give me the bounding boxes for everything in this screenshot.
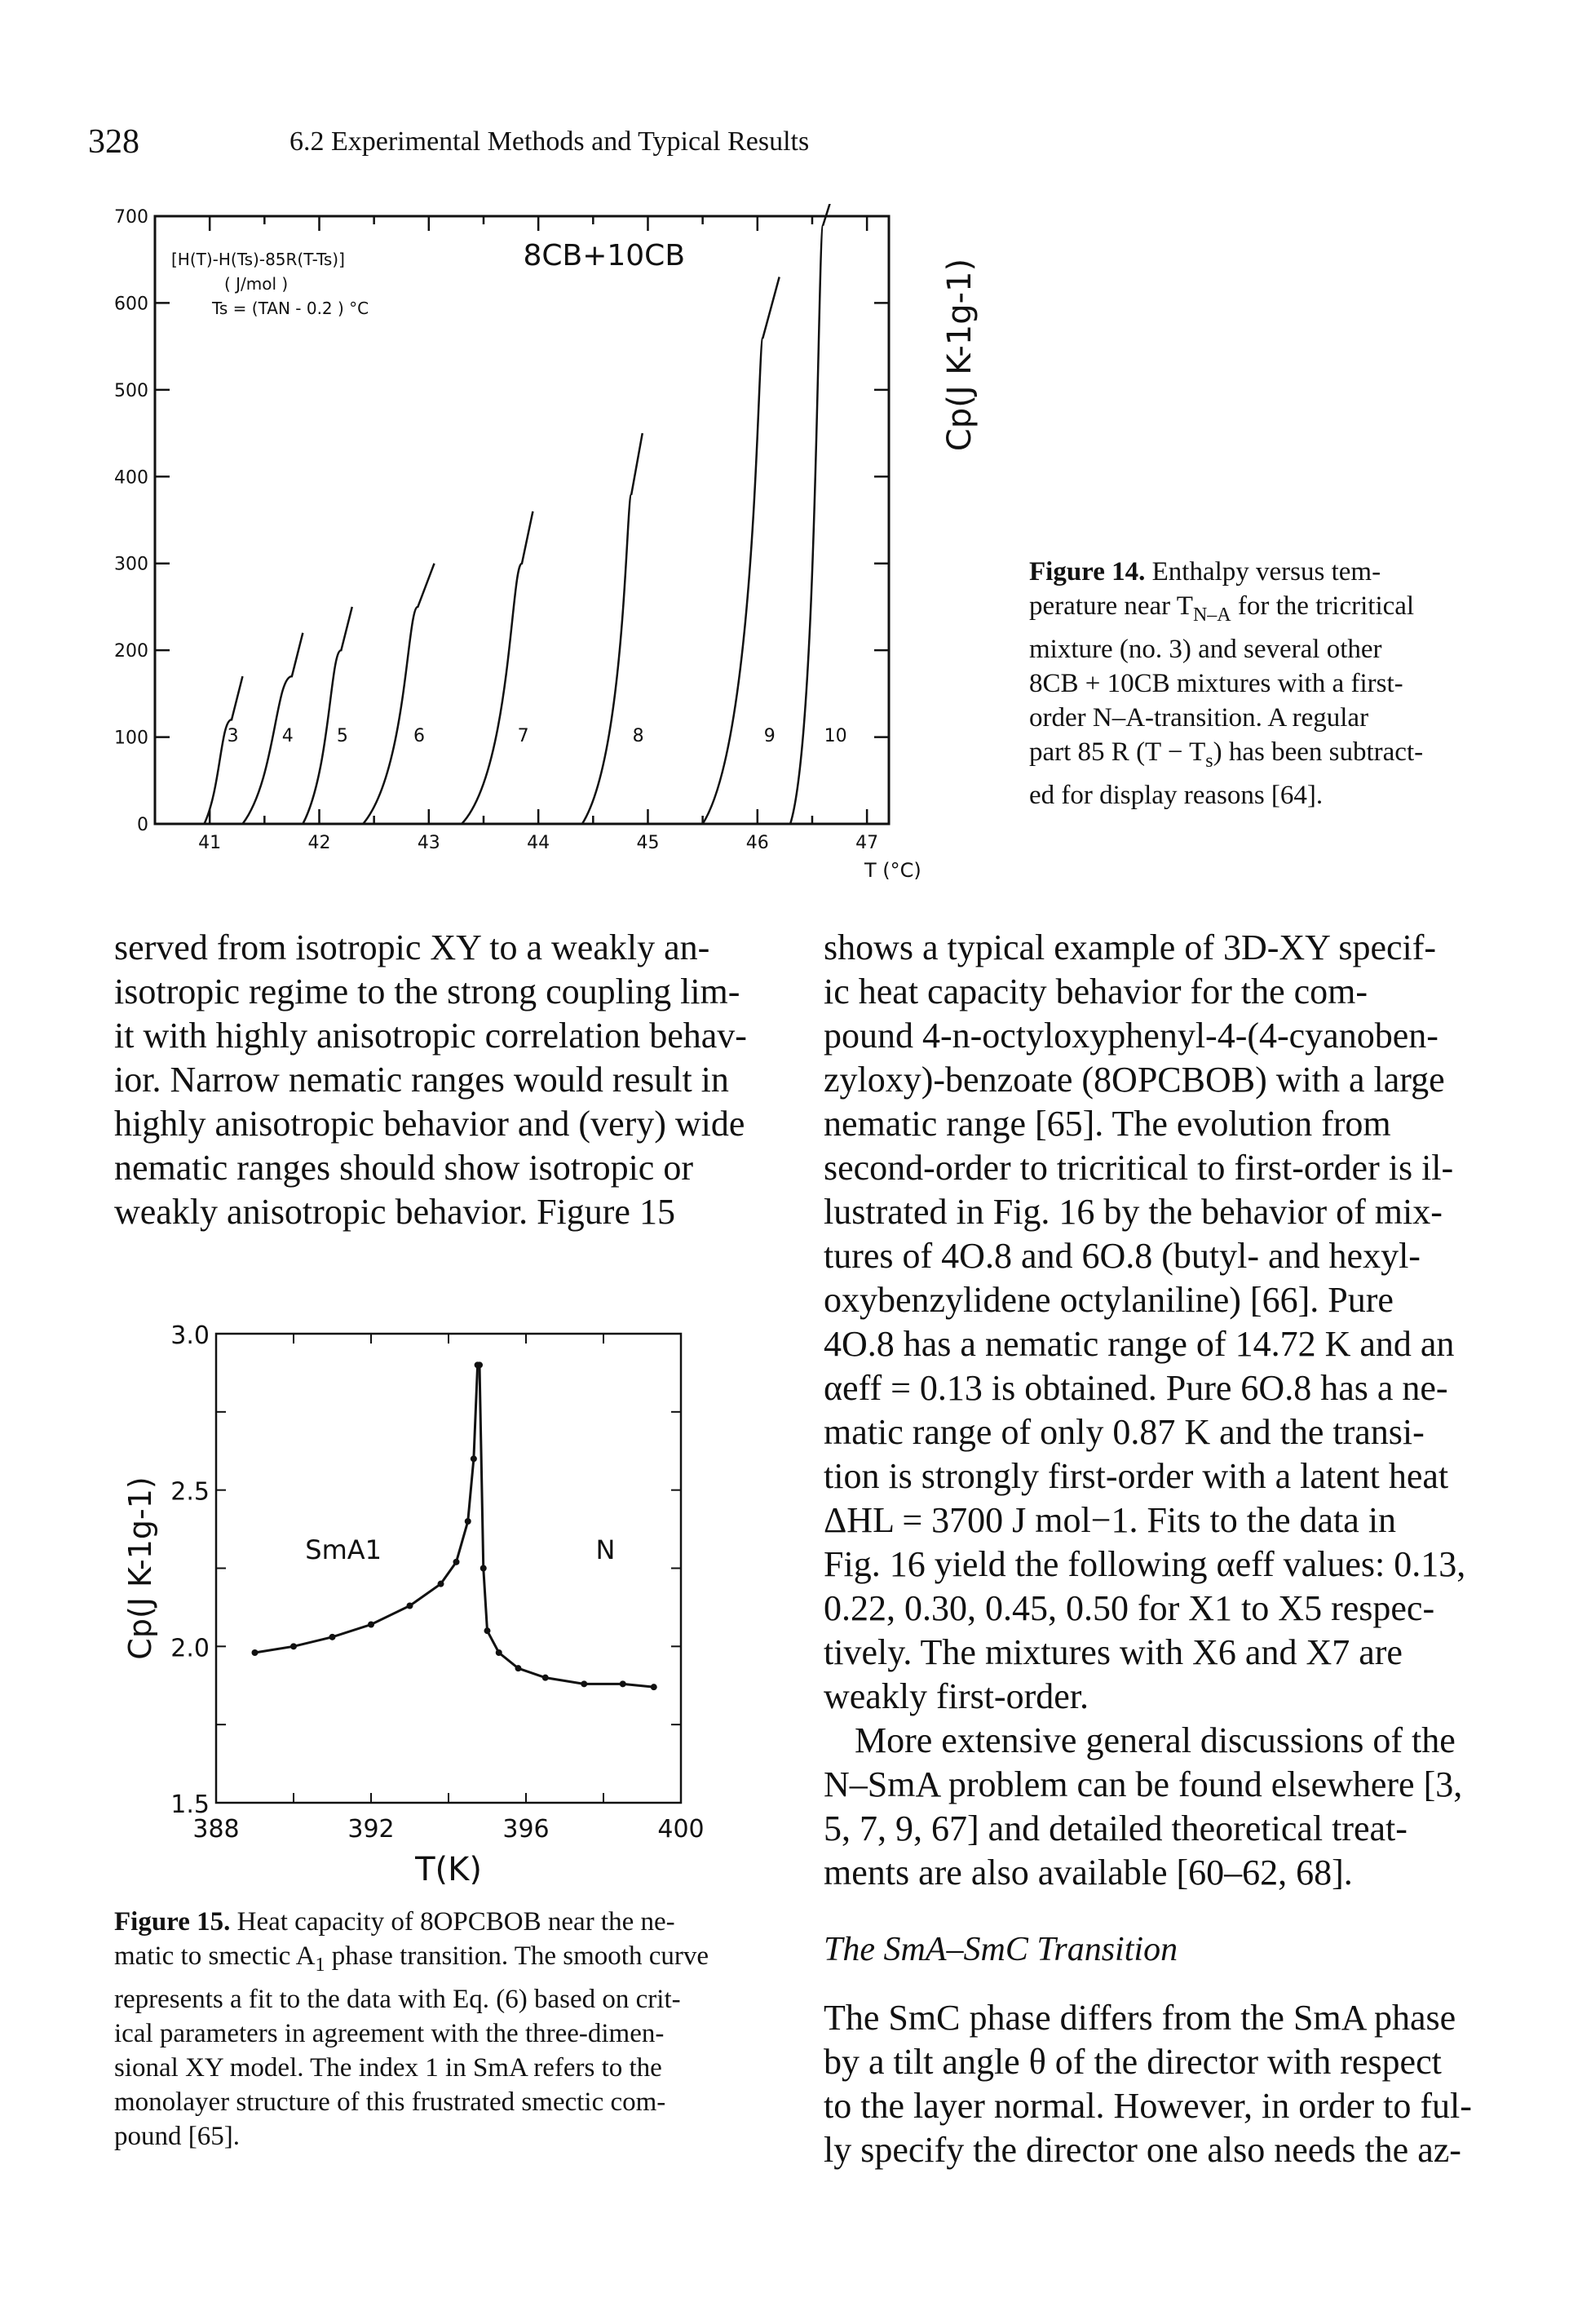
x-tick-label: 388 [192, 1815, 239, 1844]
x-axis-label: T (°C) [864, 859, 921, 882]
curve-label-7: 7 [518, 726, 529, 746]
curve-label-3: 3 [228, 726, 239, 746]
figure-14-caption: Figure 14. Enthalpy versus tem- perature… [1029, 557, 1424, 810]
running-head: 6.2 Experimental Methods and Typical Res… [289, 126, 810, 157]
y-tick-label: 1.5 [170, 1791, 210, 1819]
curve-label-10: 10 [824, 726, 847, 746]
figure-15-caption: Figure 15. Heat capacity of 8OPCBOB near… [114, 1907, 709, 2151]
figure-15-caption-label: Figure 15. [114, 1907, 231, 1937]
y-tick-label: 500 [114, 381, 148, 401]
y-tick-label: 700 [114, 207, 148, 228]
x-axis-label: T(K) [414, 1851, 482, 1884]
plot-frame [153, 215, 891, 826]
x-tick-label: 43 [418, 833, 440, 853]
inner-label-3: Ts = (TAN - 0.2 ) °C [211, 299, 369, 318]
page-number: 328 [88, 123, 139, 161]
x-tick-label: 46 [746, 833, 769, 853]
curve-4 [241, 632, 304, 825]
x-tick-label: 45 [636, 833, 659, 853]
section-title: The SmA–SmC Transition [824, 1931, 1178, 1968]
curve-label-9: 9 [764, 726, 776, 746]
y-tick-label: 200 [114, 641, 148, 662]
y-tick-label: 300 [114, 555, 148, 575]
fit-curve-sma1 [254, 1365, 480, 1654]
x-tick-label: 41 [198, 833, 221, 853]
right-column-text: shows a typical example of 3D-XY specif-… [824, 926, 1476, 2172]
x-tick-label: 392 [347, 1815, 394, 1844]
y-tick-label: 400 [114, 467, 148, 488]
curve-5 [302, 606, 354, 825]
y-tick-label: 2.0 [170, 1634, 210, 1662]
y-tick-label: 100 [114, 728, 148, 749]
y-tick-label: 0 [137, 815, 148, 835]
y-tick-label: 600 [114, 294, 148, 314]
curve-label-6: 6 [413, 726, 425, 746]
inner-label-1: [H(T)-H(Ts)-85R(T-Ts)] [171, 250, 345, 269]
left-column-text: served from isotropic XY to a weakly an-… [114, 927, 747, 1232]
curve-9 [701, 277, 780, 825]
phase-label-sma1: SmA1 [305, 1534, 382, 1565]
chart-title: 8CB+10CB [523, 239, 685, 272]
x-tick-label: 396 [502, 1815, 549, 1844]
data-point-N [650, 1684, 657, 1691]
curve-8 [581, 432, 643, 825]
x-tick-label: 47 [855, 833, 878, 853]
fit-curve-n [478, 1365, 654, 1689]
x-tick-label: 42 [307, 833, 330, 853]
curve-label-4: 4 [282, 726, 294, 746]
curve-3 [203, 675, 244, 825]
y-axis-label: Cp(J K-1g-1) [122, 1476, 158, 1659]
y-tick-label: 3.0 [170, 1321, 210, 1350]
inner-label-2: ( J/mol ) [224, 274, 288, 294]
y-tick-label: 2.5 [170, 1478, 210, 1507]
plot-frame [214, 1332, 683, 1804]
curve-label-8: 8 [633, 726, 644, 746]
x-tick-label: 44 [527, 833, 550, 853]
curve-label-5: 5 [337, 726, 348, 746]
figure-14-caption-label: Figure 14. [1029, 557, 1146, 587]
right-axis-label: Cp(J K-1g-1) [941, 259, 979, 451]
curve-7 [461, 511, 534, 825]
x-tick-label: 400 [657, 1815, 704, 1844]
curve-6 [362, 563, 435, 825]
phase-label-n: N [596, 1534, 616, 1565]
curve-10 [789, 204, 831, 825]
